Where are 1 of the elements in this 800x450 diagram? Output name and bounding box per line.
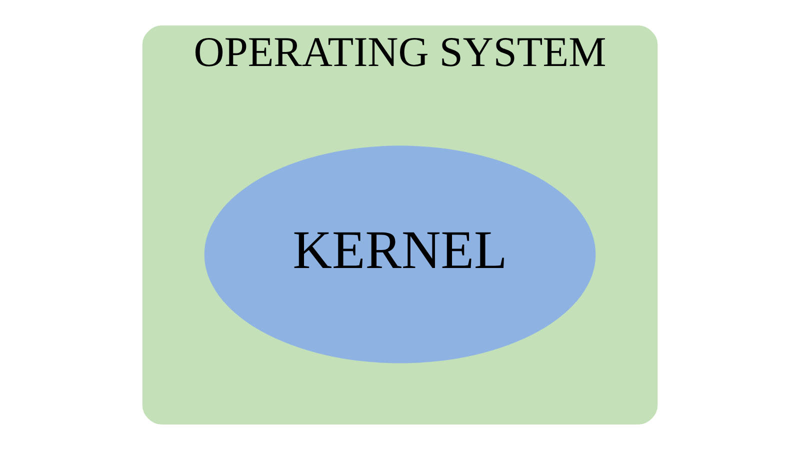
node-ellipse: KERNEL (204, 146, 596, 364)
